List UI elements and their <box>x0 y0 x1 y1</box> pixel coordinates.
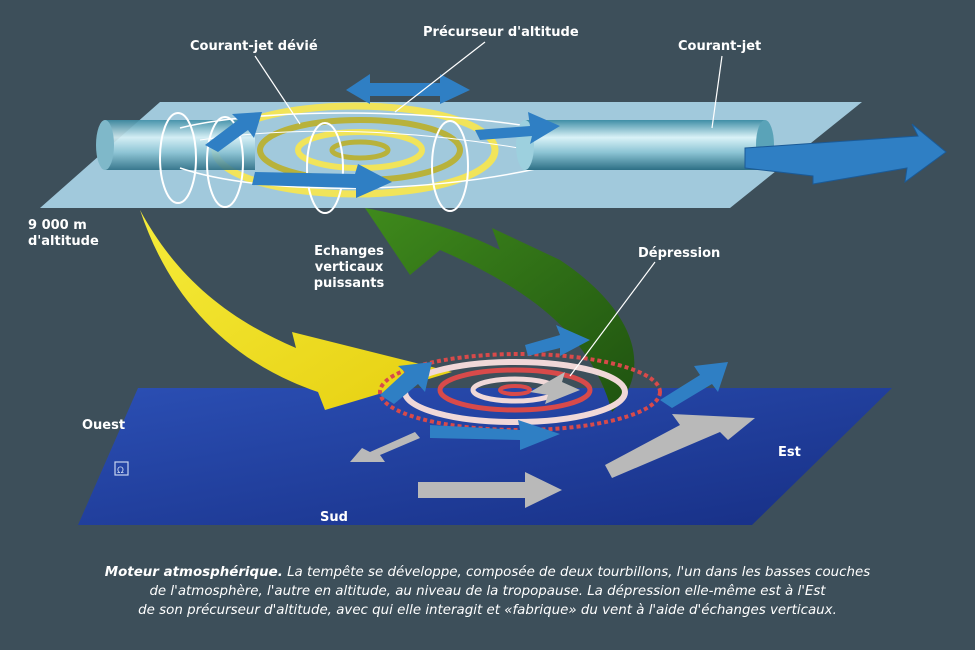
surface-grey-arrow-4 <box>530 372 580 404</box>
pointer-depression <box>569 261 656 377</box>
surface-logo-icon: Ω <box>114 461 129 476</box>
label-east: Est <box>778 445 801 460</box>
green-ascending-arrow <box>365 208 635 412</box>
pointer-jet-deviated <box>254 55 301 125</box>
figure-caption: Moteur atmosphérique. La tempête se déve… <box>40 563 935 620</box>
label-depression: Dépression <box>638 246 721 261</box>
label-jet-deviated: Courant-jet dévié <box>190 39 318 54</box>
label-exchanges-3: puissants <box>313 276 385 291</box>
caption-line-1: La tempête se développe, composée de deu… <box>282 565 871 580</box>
lower-swirl-arrow-2 <box>380 362 432 404</box>
jet-exit-arrow <box>744 123 947 185</box>
label-altitude-precursor: Précurseur d'altitude <box>423 25 579 40</box>
label-south: Sud <box>320 510 348 525</box>
label-altitude-9000m: 9 000 m <box>28 218 87 233</box>
caption-line-2: de l'atmosphère, l'autre en altitude, au… <box>149 584 826 599</box>
upper-swirl-arrow-3 <box>205 112 262 152</box>
yellow-descending-arrow <box>140 210 452 410</box>
caption-line-3: de son précurseur d'altitude, avec qui e… <box>138 603 837 618</box>
upper-swirl-arrow-1 <box>252 164 392 198</box>
label-jet-stream: Courant-jet <box>678 39 762 54</box>
surface-grey-arrow-3 <box>350 432 420 462</box>
svg-text:Ω: Ω <box>117 466 124 476</box>
label-altitude-word: d'altitude <box>28 234 99 249</box>
upper-double-arrow <box>346 74 470 104</box>
lower-swirl-arrow-1 <box>430 420 560 450</box>
label-exchanges-2: verticaux <box>314 260 384 275</box>
pointer-jet-stream <box>711 55 723 129</box>
surface-grey-arrow-2 <box>605 414 755 478</box>
caption-title: Moteur atmosphérique. <box>104 565 283 580</box>
lower-swirl-arrow-4 <box>660 362 728 408</box>
label-west: Ouest <box>82 418 126 433</box>
pointer-altitude-precursor <box>394 41 486 113</box>
upper-swirl-arrow-2 <box>475 112 560 144</box>
label-exchanges-1: Echanges <box>314 244 384 259</box>
lower-swirl-arrow-3 <box>525 325 590 356</box>
surface-grey-arrow-1 <box>418 472 562 508</box>
